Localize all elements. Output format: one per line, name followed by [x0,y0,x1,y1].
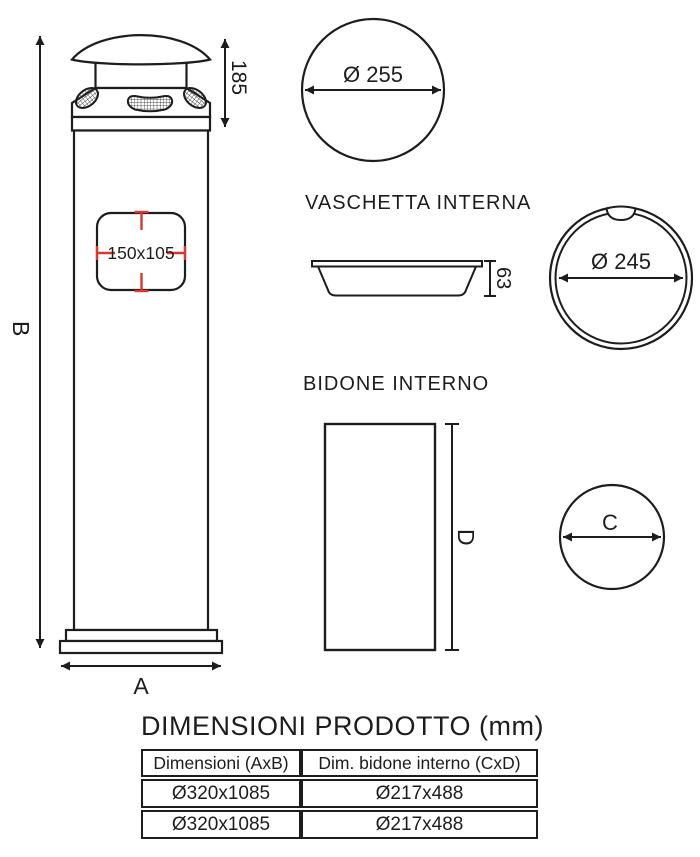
header-inner-bin-cxd: Dim. bidone interno (CxD) [301,749,538,777]
label-head-height: 185 [227,60,250,95]
bin-title: BIDONE INTERNO [303,373,489,395]
dome-cap [70,34,212,66]
dimensions-table: Dimensioni (AxB) Dim. bidone interno (Cx… [141,747,538,841]
bollard-body [72,129,210,632]
tray-title: VASCHETTA INTERNA [305,192,531,214]
tray-notch [605,205,637,222]
bin-body [323,422,437,652]
table-header-row: Dimensioni (AxB) Dim. bidone interno (Cx… [141,749,538,777]
label-diameter-255: Ø 255 [343,62,403,87]
table-row: Ø320x1085 Ø217x488 [141,779,538,808]
top-view-circle [300,17,446,163]
opening-dimension-ticks [95,210,187,293]
tray-view: VASCHETTA INTERNA 63 Ø 245 [305,192,694,351]
header-dimensions-axb: Dimensioni (AxB) [141,749,301,777]
label-width-A: A [133,673,149,699]
table-title: DIMENSIONI PRODOTTO (mm) [141,711,544,741]
table-row: Ø320x1085 Ø217x488 [141,810,538,839]
base-plate-lower [58,639,224,655]
label-tray-height: 63 [492,267,514,289]
stub-plate-right [182,87,208,109]
cell-dimensions-1: Ø320x1085 [141,779,301,808]
dimension-line-63 [484,260,496,297]
stub-plate-center [126,94,174,113]
drawing-views: 185 B A 150x105 Ø 255 VASCHETTA INTERNA … [8,17,694,699]
label-diameter-245: Ø 245 [591,249,651,274]
label-bin-height-D: D [453,529,479,546]
product-dimensions-section: DIMENSIONI PRODOTTO (mm) Dimensioni (AxB… [141,711,544,841]
cell-inner-bin-2: Ø217x488 [301,810,538,839]
dimension-line-D [445,423,459,651]
label-bin-diameter-C: C [602,510,618,535]
stub-plate-left [74,87,100,109]
cell-inner-bin-1: Ø217x488 [301,779,538,808]
label-opening-size: 150x105 [107,243,174,263]
bin-view: BIDONE INTERNO D C [303,373,666,652]
base-plate-upper [64,628,219,643]
top-view: Ø 255 [300,17,446,163]
label-height-B: B [8,321,34,336]
tray-body [316,265,478,297]
collar-band [70,115,212,132]
cell-dimensions-2: Ø320x1085 [141,810,301,839]
bin-circle [558,483,666,591]
front-view: 185 B A 150x105 [8,34,250,699]
